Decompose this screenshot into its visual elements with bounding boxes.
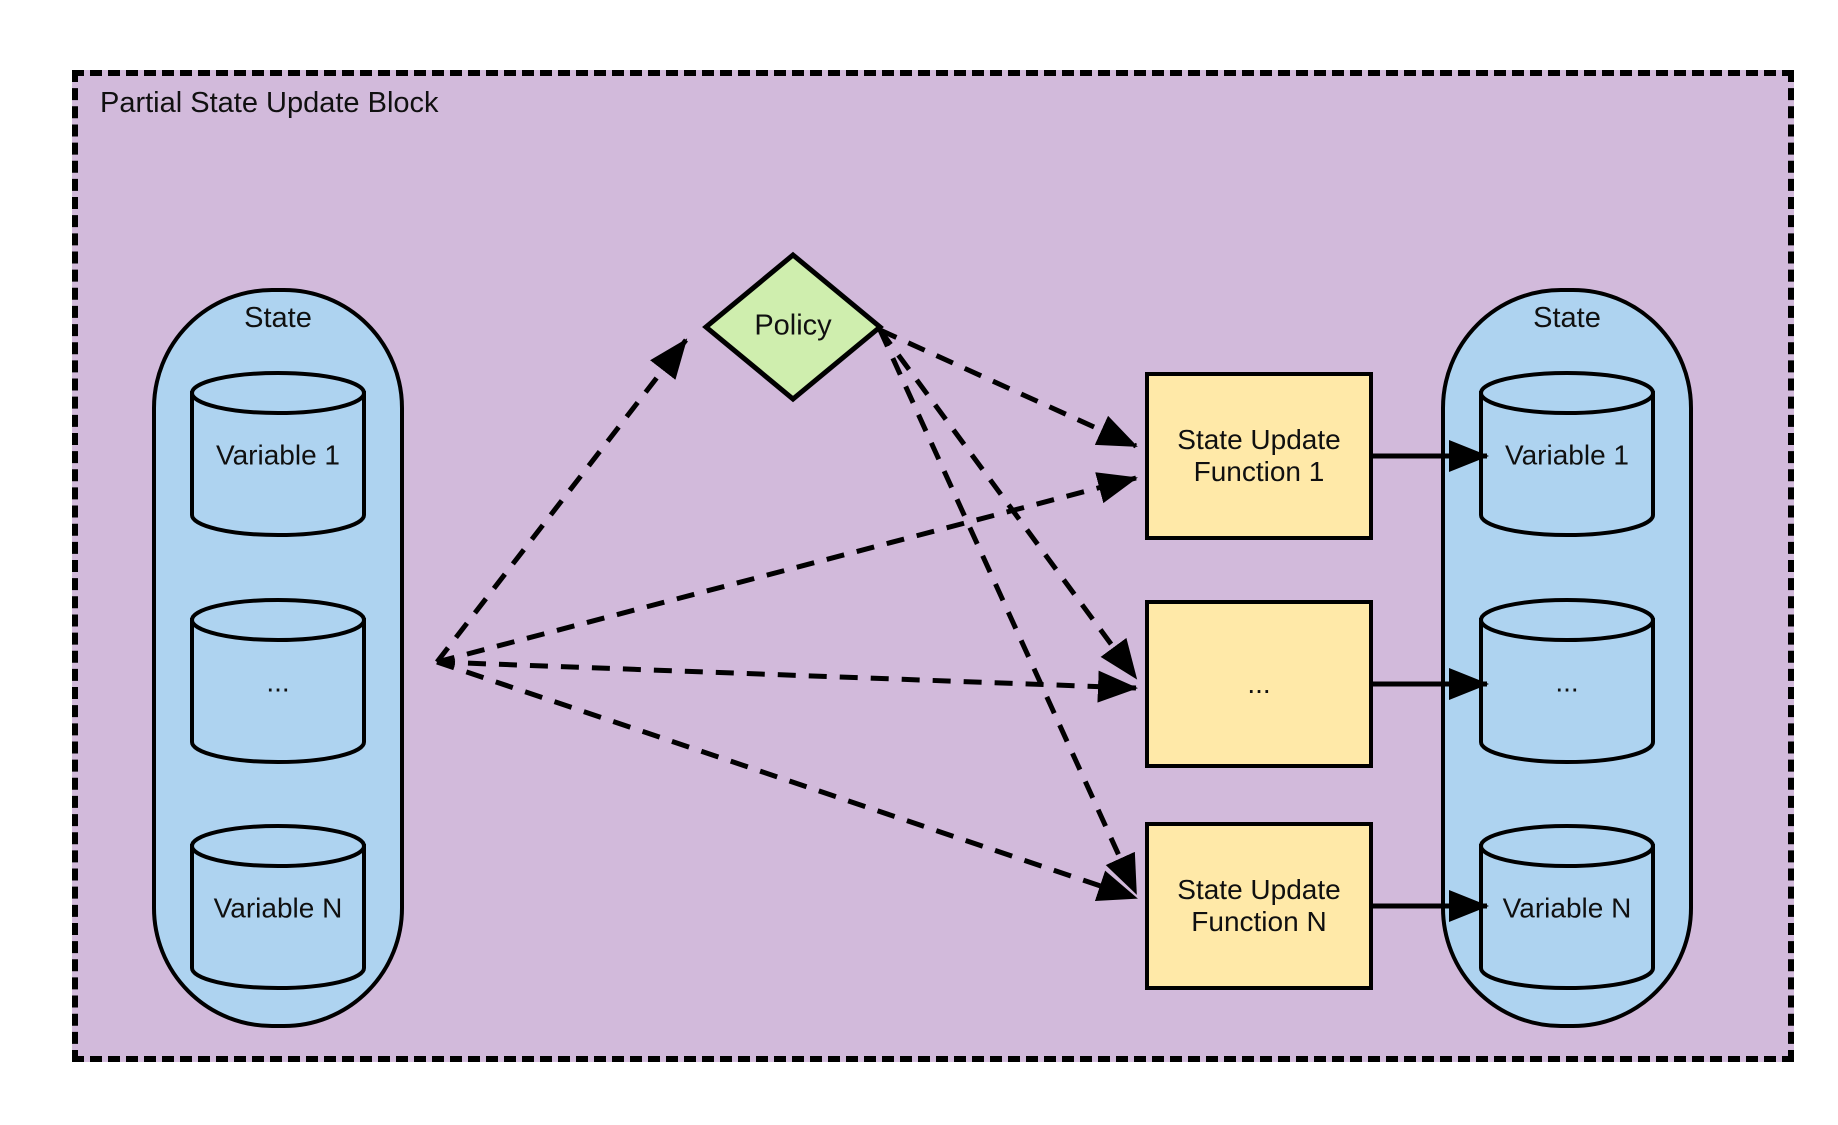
input-state-label: State bbox=[244, 302, 312, 334]
input-variable-n-cylinder: Variable N bbox=[190, 824, 366, 990]
state-update-function-ellipsis[interactable]: ... bbox=[1145, 600, 1373, 768]
state-update-function-1[interactable]: State Update Function 1 bbox=[1145, 372, 1373, 540]
output-variable-n-cylinder: Variable N bbox=[1479, 824, 1655, 990]
output-state-label: State bbox=[1533, 302, 1601, 334]
state-update-function-n[interactable]: State Update Function N bbox=[1145, 822, 1373, 990]
input-variable-1-cylinder: Variable 1 bbox=[190, 371, 366, 537]
output-variable-ellipsis-cylinder: ... bbox=[1479, 598, 1655, 764]
policy-node[interactable]: Policy bbox=[702, 251, 884, 403]
input-variable-ellipsis-cylinder: ... bbox=[190, 598, 366, 764]
output-variable-1-cylinder: Variable 1 bbox=[1479, 371, 1655, 537]
block-title: Partial State Update Block bbox=[100, 87, 439, 119]
